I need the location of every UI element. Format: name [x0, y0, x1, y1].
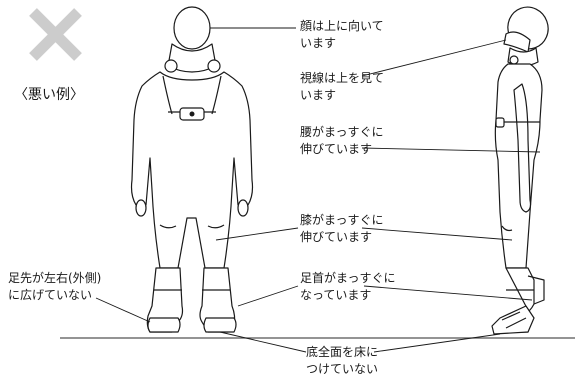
label-toes: 足先が左右(外側) に広げていない: [8, 271, 102, 302]
side-figure: [491, 6, 549, 335]
front-right-foot: [203, 317, 237, 333]
label-ankle: 足首がまっすぐに なっています: [300, 271, 396, 302]
front-torso: [130, 71, 254, 269]
side-foot: [491, 305, 535, 335]
label-sole: 底全面を床に つけていない: [306, 345, 379, 376]
label-gaze: 視線は上を見て います: [300, 71, 385, 102]
front-left-foot: [147, 317, 181, 333]
label-waist: 腰がまっすぐに 伸びています: [300, 125, 384, 156]
leader-sole-side: [373, 333, 501, 353]
leader-sole-front: [219, 331, 307, 353]
leader-ankle-front: [237, 285, 299, 307]
leader-knee-side: [361, 227, 513, 241]
leader-gaze: [361, 39, 507, 77]
leader-knee-front: [215, 227, 299, 241]
leader-ankle-side: [363, 285, 533, 301]
side-arm: [513, 83, 532, 213]
cross-mark-icon: [29, 8, 82, 61]
leader-lines: [95, 27, 541, 353]
front-right-pad: [207, 59, 221, 73]
label-knee: 膝がまっすぐに 伸びています: [300, 213, 384, 244]
label-face: 顔は上に向いて います: [300, 19, 384, 50]
bad-example-title: 〈悪い例〉: [14, 87, 84, 103]
front-left-pad: [164, 59, 178, 73]
front-figure: [130, 6, 254, 333]
leader-toes: [95, 297, 151, 323]
leader-waist: [361, 147, 541, 153]
front-head: [173, 6, 211, 50]
